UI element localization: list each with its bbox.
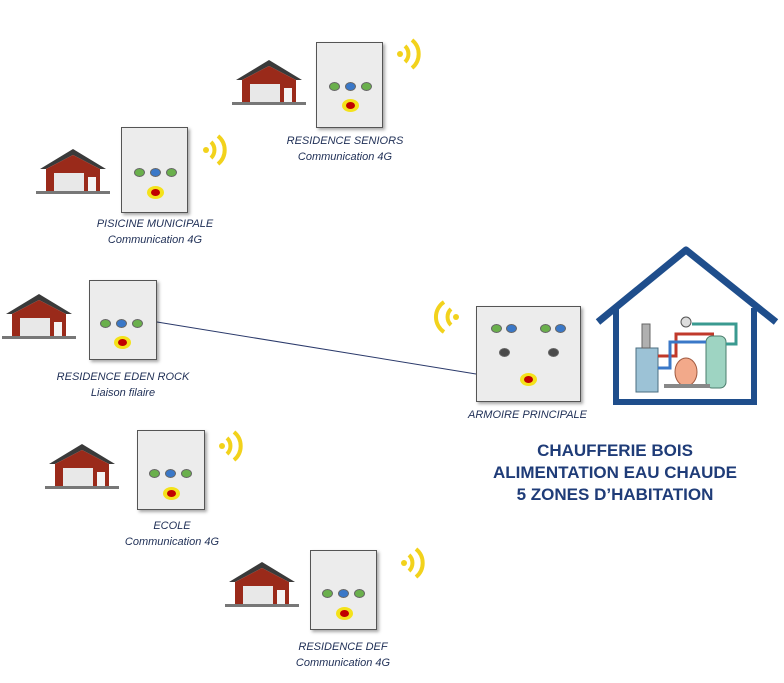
site-name: RESIDENCE EDEN ROCK [56,371,190,383]
wifi-signal-icon [203,134,227,166]
main-cabinet-label: ARMOIRE PRINCIPALE [468,409,587,421]
site-link-type: Communication 4G [295,657,391,669]
status-led-green [322,589,333,598]
status-led-green [354,589,365,598]
status-led-green [134,168,145,177]
title-line: 5 ZONES D’HABITATION [516,485,714,504]
title-line: CHAUFFERIE BOIS [537,441,693,460]
status-led-off [548,348,559,357]
status-led-green [132,319,143,328]
house-icon [225,562,299,607]
status-led-green [329,82,340,91]
control-cabinet[interactable] [310,550,377,630]
status-led-off [499,348,510,357]
wifi-signal-icon [397,38,421,70]
control-cabinet[interactable] [89,280,157,360]
alarm-light [163,487,180,500]
site-label: ECOLE Communication 4G [97,518,247,550]
site-name: ECOLE [153,520,191,532]
control-cabinet[interactable] [316,42,383,128]
house-icon [2,294,76,339]
status-led-green [540,324,551,333]
boiler-house-title: CHAUFFERIE BOIS ALIMENTATION EAU CHAUDE … [470,440,760,506]
status-led-blue [345,82,356,91]
site-label: PISICINE MUNICIPALE Communication 4G [80,216,230,248]
alarm-light [342,99,359,112]
house-icon [45,444,119,489]
boiler-house-icon [595,246,779,405]
alarm-light [520,373,537,386]
status-led-blue [506,324,517,333]
status-led-green [181,469,192,478]
site-name: PISICINE MUNICIPALE [96,218,214,230]
site-label: RESIDENCE DEF Communication 4G [268,639,418,671]
alarm-light [114,336,131,349]
control-cabinet[interactable] [121,127,188,213]
wifi-signal-icon [401,547,425,579]
status-led-green [166,168,177,177]
control-cabinet[interactable] [137,430,205,510]
alarm-light [336,607,353,620]
wifi-signal-icon [219,430,243,462]
status-led-green [491,324,502,333]
status-led-blue [116,319,127,328]
status-led-blue [165,469,176,478]
alarm-light [147,186,164,199]
site-link-type: Communication 4G [297,151,393,163]
status-led-green [149,469,160,478]
site-label: RESIDENCE EDEN ROCK Liaison filaire [48,369,198,401]
title-line: ALIMENTATION EAU CHAUDE [493,463,737,482]
status-led-green [100,319,111,328]
status-led-blue [555,324,566,333]
site-link-type: Communication 4G [124,536,220,548]
status-led-blue [338,589,349,598]
wifi-signal-icon [434,300,459,334]
status-led-blue [150,168,161,177]
site-name: RESIDENCE SENIORS [286,135,404,147]
house-icon [36,149,110,194]
status-led-green [361,82,372,91]
main-control-cabinet[interactable] [476,306,581,402]
site-link-type: Liaison filaire [90,387,156,399]
house-icon [232,60,306,105]
site-link-type: Communication 4G [107,234,203,246]
site-name: RESIDENCE DEF [298,641,388,653]
site-label: RESIDENCE SENIORS Communication 4G [270,133,420,165]
